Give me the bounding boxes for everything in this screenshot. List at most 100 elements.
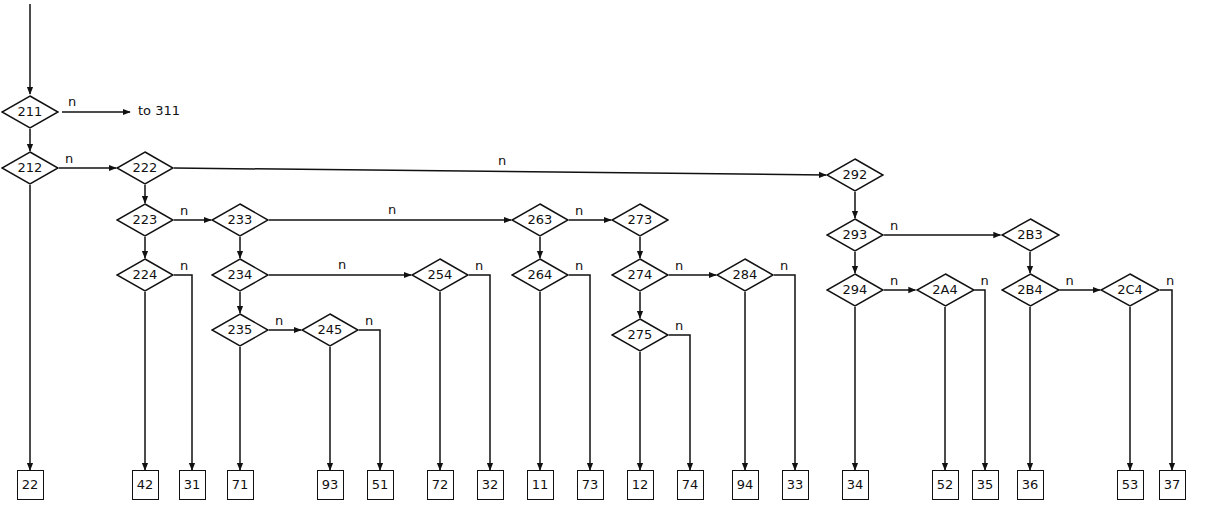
result-box: 11 bbox=[527, 470, 554, 500]
flow-connector bbox=[884, 234, 1001, 236]
decision-code: 263 bbox=[528, 213, 553, 228]
decision-code: 222 bbox=[133, 161, 158, 176]
decision-diamond: 211 bbox=[1, 95, 59, 129]
flow-connector bbox=[174, 168, 826, 175]
branch-label: n bbox=[673, 319, 685, 333]
result-code: 71 bbox=[232, 478, 249, 493]
decision-code: 274 bbox=[628, 268, 653, 283]
decision-diamond: 254 bbox=[411, 258, 469, 292]
result-code: 34 bbox=[847, 478, 864, 493]
result-box: 37 bbox=[1159, 470, 1186, 500]
result-box: 74 bbox=[677, 470, 704, 500]
entry-arrow bbox=[29, 4, 31, 94]
diamond-outline bbox=[512, 204, 568, 236]
branch-label: n bbox=[778, 259, 790, 273]
result-code: 37 bbox=[1164, 478, 1181, 493]
flow-connector bbox=[774, 275, 795, 470]
branch-label: n bbox=[63, 152, 75, 166]
decision-diamond: 235 bbox=[211, 313, 269, 347]
flow-connector bbox=[469, 275, 490, 470]
flow-connector bbox=[854, 192, 856, 218]
flow-connector bbox=[1029, 252, 1031, 273]
result-box: 93 bbox=[317, 470, 344, 500]
flow-connector bbox=[439, 292, 441, 470]
flow-connector bbox=[639, 292, 641, 318]
diamond-outline bbox=[1101, 274, 1159, 306]
flow-connector bbox=[639, 237, 641, 258]
result-box: 32 bbox=[477, 470, 504, 500]
decision-code: 245 bbox=[318, 323, 343, 338]
branch-label: n bbox=[888, 274, 900, 288]
flow-connector bbox=[854, 252, 856, 273]
decision-diamond: 2A4 bbox=[916, 273, 975, 307]
result-box: 51 bbox=[367, 470, 394, 500]
diamond-outline bbox=[212, 259, 268, 291]
result-code: 22 bbox=[22, 478, 39, 493]
branch-label: n bbox=[979, 274, 991, 288]
decision-code: 254 bbox=[428, 268, 453, 283]
result-code: 52 bbox=[937, 478, 954, 493]
decision-code: 212 bbox=[18, 161, 43, 176]
decision-diamond: 2B3 bbox=[1001, 218, 1060, 252]
branch-label: n bbox=[573, 259, 585, 273]
decision-diamond: 284 bbox=[716, 258, 774, 292]
decision-diamond: 294 bbox=[826, 273, 884, 307]
decision-diamond: 245 bbox=[301, 313, 359, 347]
flow-connector bbox=[669, 335, 690, 470]
flow-connector bbox=[239, 237, 241, 258]
flow-connector bbox=[144, 185, 146, 203]
result-code: 42 bbox=[137, 478, 154, 493]
branch-label: n bbox=[273, 314, 285, 328]
decision-diamond: 212 bbox=[1, 151, 59, 185]
branch-label: n bbox=[496, 154, 508, 168]
result-code: 33 bbox=[787, 478, 804, 493]
decision-code: 2B3 bbox=[1017, 228, 1042, 243]
decision-diamond: 223 bbox=[116, 203, 174, 237]
result-code: 36 bbox=[1022, 478, 1039, 493]
result-box: 34 bbox=[842, 470, 869, 500]
result-box: 31 bbox=[179, 470, 206, 500]
result-box: 35 bbox=[972, 470, 999, 500]
flow-connector bbox=[144, 237, 146, 258]
flow-connector bbox=[569, 219, 611, 221]
decision-diamond: 273 bbox=[611, 203, 669, 237]
diamond-outline bbox=[117, 152, 173, 184]
branch-label: n bbox=[336, 258, 348, 272]
decision-code: 292 bbox=[843, 168, 868, 183]
decision-diamond: 224 bbox=[116, 258, 174, 292]
branch-label: n bbox=[178, 204, 190, 218]
decision-diamond: 2B4 bbox=[1001, 273, 1060, 307]
flow-connector bbox=[539, 237, 541, 258]
result-box: 71 bbox=[227, 470, 254, 500]
flow-connector bbox=[1160, 290, 1172, 470]
result-box: 12 bbox=[627, 470, 654, 500]
flow-connector bbox=[239, 347, 241, 470]
decision-diamond: 292 bbox=[826, 158, 884, 192]
result-code: 73 bbox=[582, 478, 599, 493]
result-box: 36 bbox=[1017, 470, 1044, 500]
decision-diamond: 233 bbox=[211, 203, 269, 237]
flow-connector bbox=[1129, 307, 1131, 470]
exit-arrow bbox=[62, 111, 130, 113]
decision-diamond: 2C4 bbox=[1100, 273, 1160, 307]
result-code: 94 bbox=[737, 478, 754, 493]
decision-code: 233 bbox=[228, 213, 253, 228]
result-code: 12 bbox=[632, 478, 649, 493]
result-code: 11 bbox=[532, 478, 549, 493]
decision-code: 234 bbox=[228, 268, 253, 283]
flow-connector bbox=[1029, 307, 1031, 470]
decision-diamond: 264 bbox=[511, 258, 569, 292]
decision-diamond: 263 bbox=[511, 203, 569, 237]
flow-connector bbox=[1060, 289, 1101, 291]
continuation-note: to 311 bbox=[136, 104, 182, 118]
branch-label: n bbox=[473, 259, 485, 273]
diamond-outline bbox=[827, 219, 883, 251]
result-code: 35 bbox=[977, 478, 994, 493]
decision-code: 293 bbox=[843, 228, 868, 243]
result-code: 51 bbox=[372, 478, 389, 493]
flow-connector bbox=[539, 292, 541, 470]
flow-connector bbox=[639, 352, 641, 470]
flow-connector bbox=[744, 292, 746, 470]
result-box: 42 bbox=[132, 470, 159, 500]
